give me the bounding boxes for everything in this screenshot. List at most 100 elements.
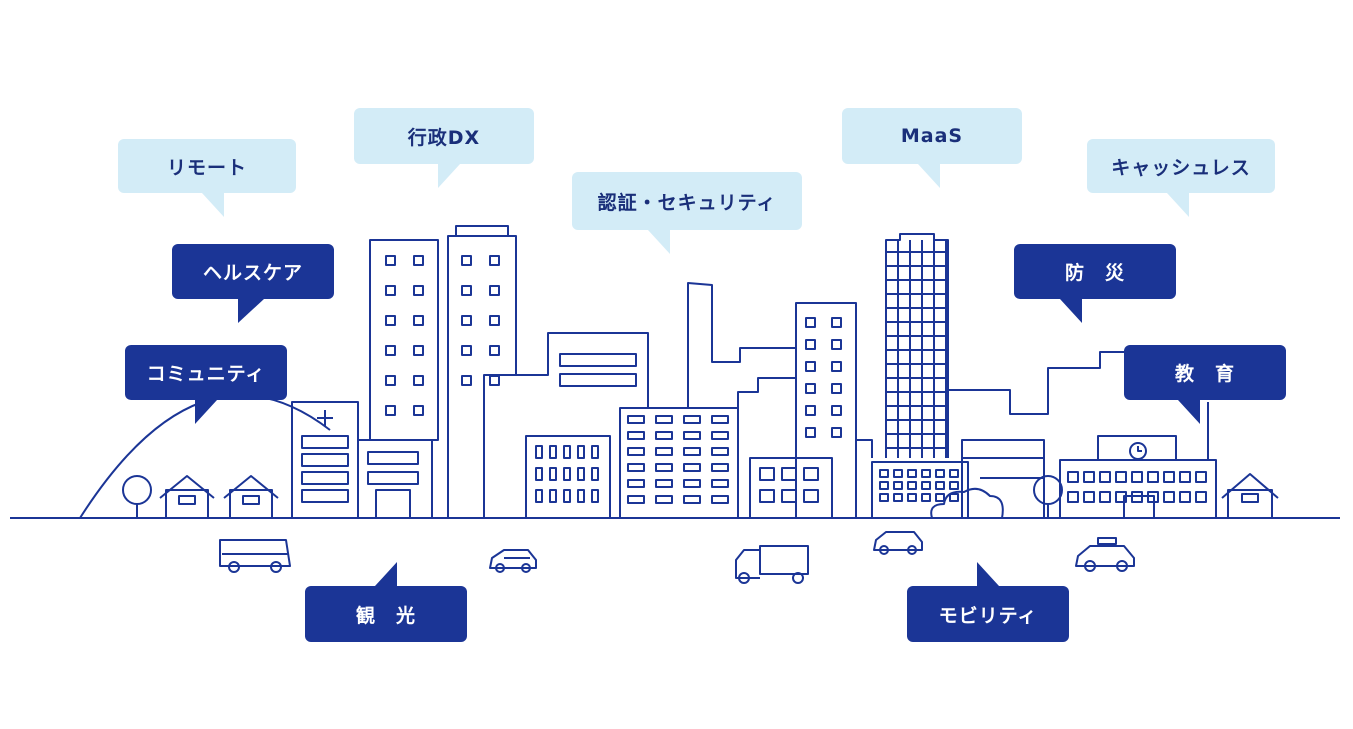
- window: [907, 493, 917, 502]
- window: [1179, 471, 1191, 483]
- window: [893, 469, 903, 478]
- window: [805, 339, 816, 350]
- window: [683, 495, 701, 504]
- window: [413, 375, 424, 386]
- window: [803, 489, 819, 503]
- window: [385, 345, 396, 356]
- apartment-block-center: [619, 407, 739, 519]
- window: [563, 489, 571, 503]
- window: [489, 345, 500, 356]
- window: [893, 493, 903, 502]
- window: [711, 495, 729, 504]
- bus: [219, 539, 291, 573]
- window: [549, 445, 557, 459]
- window: [655, 431, 673, 440]
- window: [385, 405, 396, 416]
- window: [549, 467, 557, 481]
- window: [577, 467, 585, 481]
- hospital-building: [291, 401, 433, 519]
- window: [805, 317, 816, 328]
- bush: [930, 487, 1004, 519]
- bubble-education: 教 育: [1124, 345, 1286, 424]
- bubble-remote-label: リモート: [166, 156, 247, 179]
- bubble-tail: [977, 562, 999, 586]
- window: [577, 489, 585, 503]
- window: [1147, 471, 1159, 483]
- window: [1115, 471, 1127, 483]
- window: [683, 479, 701, 488]
- bubble-community: コミュニティ: [125, 345, 287, 424]
- bubble-tail: [1167, 193, 1189, 217]
- window: [1083, 491, 1095, 503]
- window: [711, 431, 729, 440]
- lowrise-windows: [871, 461, 969, 519]
- bubble-education-label: 教 育: [1174, 363, 1235, 385]
- bubble-tourism: 観 光: [305, 562, 467, 642]
- window: [385, 315, 396, 326]
- window: [385, 285, 396, 296]
- bubble-auth-security: 認証・セキュリティ: [572, 172, 802, 254]
- window: [805, 361, 816, 372]
- window: [413, 345, 424, 356]
- tree-right: [1033, 475, 1063, 518]
- bubble-community-label: コミュニティ: [146, 363, 266, 385]
- window: [577, 445, 585, 459]
- bubble-disaster: 防 災: [1014, 244, 1176, 323]
- window: [385, 375, 396, 386]
- window: [893, 481, 903, 490]
- bubble-tail: [1178, 400, 1200, 424]
- window: [549, 489, 557, 503]
- bubble-gov-dx-label: 行政DX: [407, 126, 481, 149]
- window: [907, 481, 917, 490]
- window: [805, 405, 816, 416]
- glass-tower: [856, 233, 949, 458]
- house-left-1: [159, 475, 215, 519]
- window: [683, 463, 701, 472]
- window: [879, 493, 889, 502]
- window: [563, 467, 571, 481]
- window: [627, 431, 645, 440]
- window: [711, 463, 729, 472]
- window: [1195, 471, 1207, 483]
- bubble-maas: MaaS: [842, 108, 1022, 188]
- bubble-tail: [1060, 299, 1082, 323]
- window: [831, 339, 842, 350]
- window: [489, 315, 500, 326]
- window: [1131, 471, 1143, 483]
- window: [1179, 491, 1191, 503]
- window: [935, 493, 945, 502]
- window: [831, 427, 842, 438]
- car-center: [873, 531, 923, 555]
- window: [831, 405, 842, 416]
- window: [413, 285, 424, 296]
- window: [591, 445, 599, 459]
- window: [921, 469, 931, 478]
- window: [805, 383, 816, 394]
- window: [627, 479, 645, 488]
- window: [627, 447, 645, 456]
- window: [461, 345, 472, 356]
- window: [655, 479, 673, 488]
- window: [831, 317, 842, 328]
- bubble-mobility-label: モビリティ: [938, 604, 1038, 627]
- school-building: [1059, 402, 1217, 519]
- bubble-tourism-label: 観 光: [355, 604, 416, 627]
- window: [413, 255, 424, 266]
- window: [1067, 491, 1079, 503]
- skyline-steps: [687, 282, 796, 408]
- window: [781, 489, 797, 503]
- window: [1195, 491, 1207, 503]
- window: [831, 361, 842, 372]
- tower-2: [447, 225, 517, 518]
- bubble-tail: [438, 164, 460, 188]
- window: [683, 431, 701, 440]
- window: [563, 445, 571, 459]
- window: [535, 445, 543, 459]
- bubble-auth-security-label: 認証・セキュリティ: [597, 191, 777, 214]
- window: [683, 415, 701, 424]
- window: [711, 447, 729, 456]
- window: [759, 489, 775, 503]
- window: [935, 469, 945, 478]
- apartment-block-left: [525, 435, 611, 519]
- bubble-mobility: モビリティ: [907, 562, 1069, 642]
